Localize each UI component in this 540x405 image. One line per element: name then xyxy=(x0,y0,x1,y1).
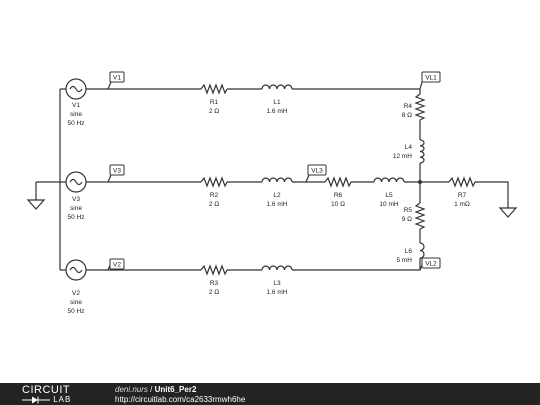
source-type: sine xyxy=(70,205,82,212)
author-link[interactable]: deni.nurs xyxy=(115,385,148,394)
resistor-label: R2 xyxy=(210,192,219,199)
resistor-r7[interactable] xyxy=(448,176,476,188)
schematic: V1 sine 50 Hz V3 sine 50 Hz V2 sine 50 H… xyxy=(26,71,518,315)
junction-dot xyxy=(418,180,422,184)
resistor-label: R5 xyxy=(404,207,413,214)
footer-bar: CIRCUIT LAB deni.nurs / Unit6_Per2 http:… xyxy=(0,383,540,405)
source-freq: 50 Hz xyxy=(68,120,85,127)
probe-v3[interactable]: V3 xyxy=(107,164,125,183)
source-freq: 50 Hz xyxy=(68,214,85,221)
resistor-r3[interactable] xyxy=(200,264,228,276)
inductor-l6[interactable] xyxy=(419,242,425,259)
inductor-l4[interactable] xyxy=(419,139,425,164)
resistor-value: 9 Ω xyxy=(402,216,412,223)
source-freq: 50 Hz xyxy=(68,308,85,315)
wire xyxy=(292,88,421,94)
source-label: V1 xyxy=(72,102,80,109)
source-type: sine xyxy=(70,111,82,118)
inductor-value: 1.6 mH xyxy=(267,108,288,115)
inductor-value: 5 mH xyxy=(396,257,412,264)
probe-v2[interactable]: V2 xyxy=(107,258,125,271)
source-label: V3 xyxy=(72,196,80,203)
inductor-value: 1.6 mH xyxy=(267,289,288,296)
source-label: V2 xyxy=(72,290,80,297)
resistor-label: R7 xyxy=(458,192,467,199)
ground-symbol xyxy=(26,199,46,210)
ground-symbol xyxy=(498,207,518,218)
probe-vl1[interactable]: VL1 xyxy=(419,71,441,90)
resistor-value: 2 Ω xyxy=(209,108,219,115)
resistor-r4[interactable] xyxy=(414,93,426,121)
inductor-l5[interactable] xyxy=(373,177,405,183)
resistor-label: R6 xyxy=(334,192,343,199)
circuitlab-logo: CIRCUIT LAB xyxy=(22,384,92,404)
resistor-value: 2 Ω xyxy=(209,201,219,208)
wire xyxy=(475,181,509,208)
inductor-label: L3 xyxy=(273,280,281,287)
resistor-r6[interactable] xyxy=(324,176,352,188)
diode-logo-icon xyxy=(22,396,50,404)
probe-vl3[interactable]: VL3 xyxy=(305,164,327,183)
probe-label: VL1 xyxy=(425,75,437,82)
logo-text-bottom: LAB xyxy=(22,395,71,404)
ac-source-v1[interactable] xyxy=(65,78,87,100)
probe-label: V3 xyxy=(113,168,121,175)
probe-label: VL2 xyxy=(425,261,437,268)
inductor-l3[interactable] xyxy=(261,265,293,271)
separator: / xyxy=(147,385,155,394)
inductor-label: L6 xyxy=(405,248,413,255)
resistor-value: 10 Ω xyxy=(331,201,345,208)
resistor-value: 2 Ω xyxy=(209,289,219,296)
ac-source-v2[interactable] xyxy=(65,259,87,281)
inductor-value: 10 mH xyxy=(379,201,398,208)
inductor-value: 1.6 mH xyxy=(267,201,288,208)
inductor-label: L5 xyxy=(385,192,393,199)
inductor-l2[interactable] xyxy=(261,177,293,183)
resistor-label: R3 xyxy=(210,280,219,287)
resistor-label: R4 xyxy=(404,103,413,110)
resistor-r2[interactable] xyxy=(200,176,228,188)
logo-lab-text: LAB xyxy=(53,395,72,404)
resistor-label: R1 xyxy=(210,99,219,106)
source-type: sine xyxy=(70,299,82,306)
inductor-label: L2 xyxy=(273,192,281,199)
inductor-l1[interactable] xyxy=(261,84,293,90)
circuit-title-line: deni.nurs / Unit6_Per2 xyxy=(115,385,196,394)
probe-vl2[interactable]: VL2 xyxy=(419,257,441,271)
circuit-title-link[interactable]: Unit6_Per2 xyxy=(154,385,197,394)
probe-v1[interactable]: V1 xyxy=(107,71,125,90)
probe-label: V2 xyxy=(113,262,121,269)
probe-label: VL3 xyxy=(311,168,323,175)
resistor-r5[interactable] xyxy=(414,202,426,230)
inductor-label: L4 xyxy=(405,144,413,151)
resistor-value: 8 Ω xyxy=(402,112,412,119)
inductor-value: 12 mH xyxy=(393,153,412,160)
logo-text-top: CIRCUIT xyxy=(22,384,71,396)
ac-source-v3[interactable] xyxy=(65,171,87,193)
probe-label: V1 xyxy=(113,75,121,82)
inductor-label: L1 xyxy=(273,99,281,106)
circuit-url[interactable]: http://circuitlab.com/ca2633rmwh6he xyxy=(115,395,246,404)
resistor-value: 1 mΩ xyxy=(454,201,470,208)
resistor-r1[interactable] xyxy=(200,83,228,95)
